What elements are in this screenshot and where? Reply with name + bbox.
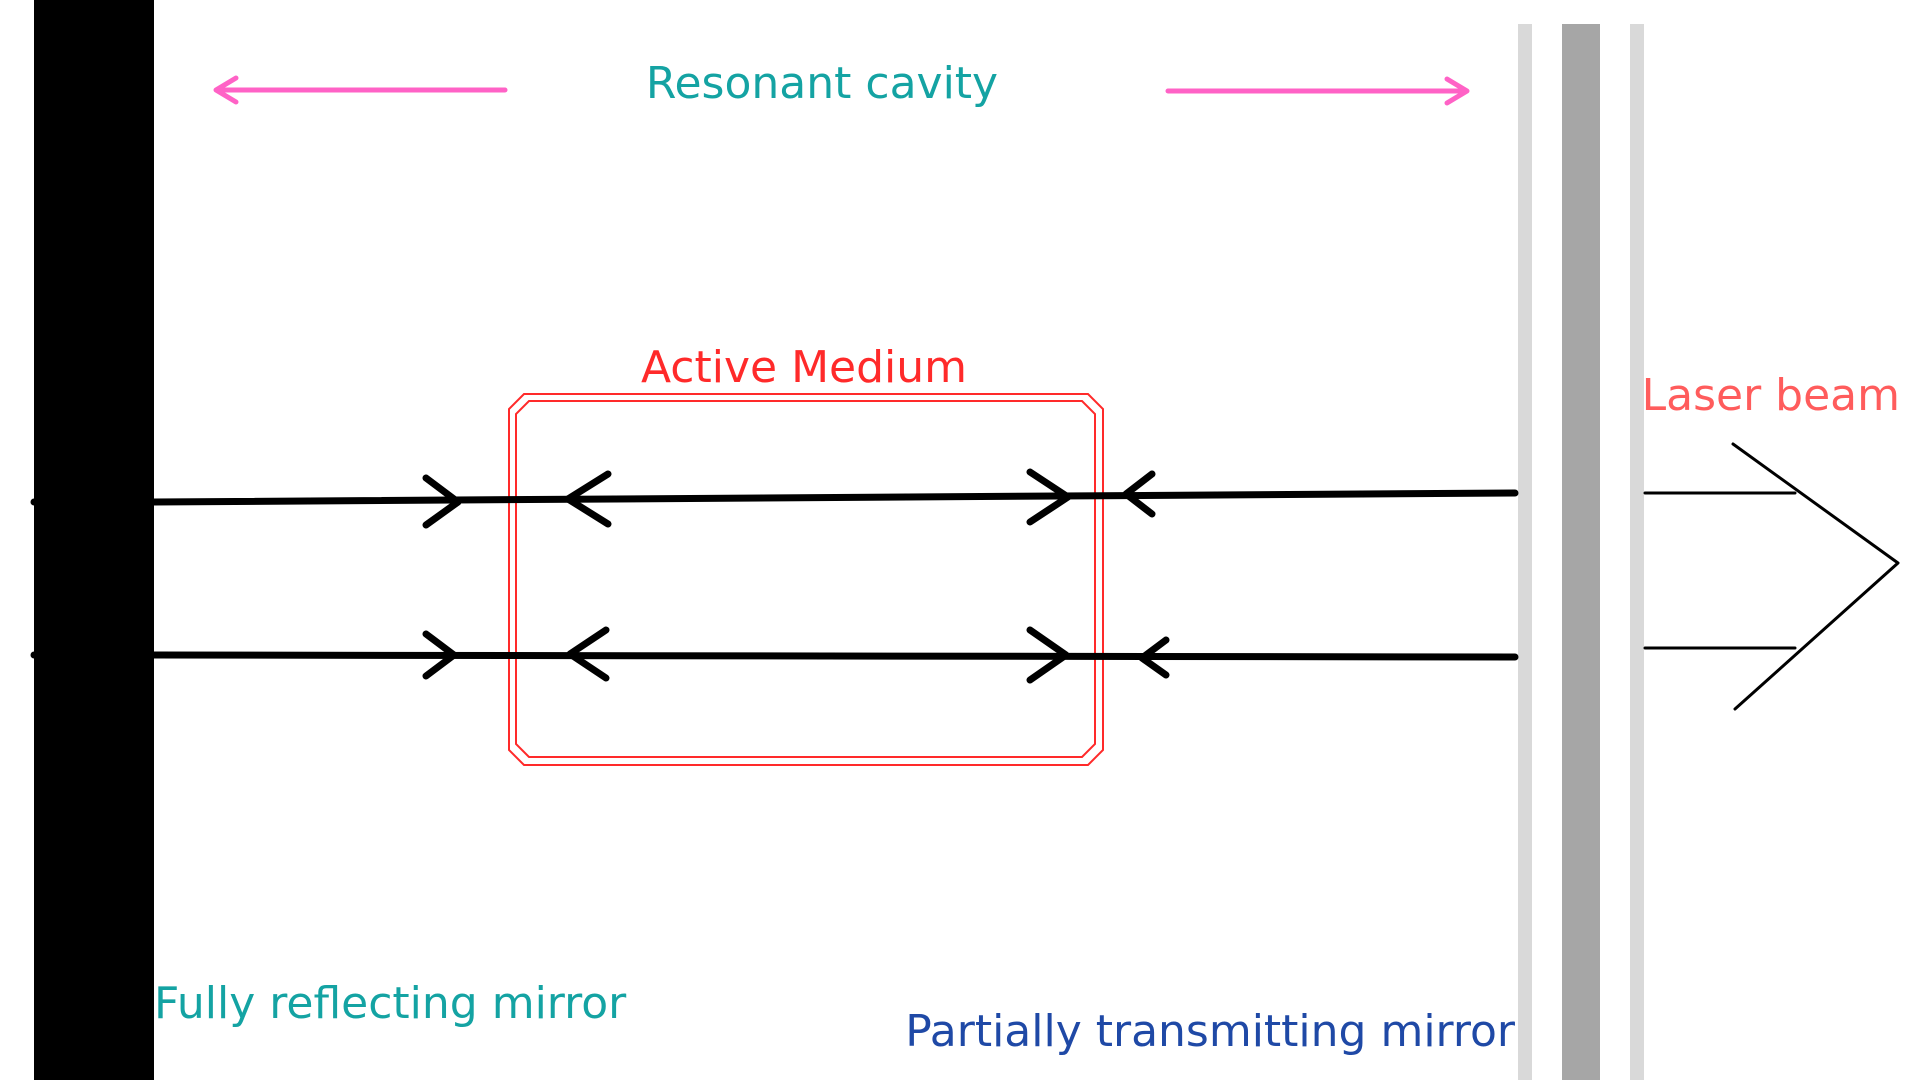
laser-beam-label: Laser beam [1642,370,1900,421]
upper-ray-arrow-left-2 [1122,470,1156,518]
cavity-rays [30,468,1519,684]
lower-ray-arrow-left-1 [566,626,610,682]
mirror-plate-front [1518,24,1532,1080]
partially-transmitting-mirror-label: Partially transmitting mirror [905,1006,1516,1057]
lower-ray-line [150,651,1519,661]
cavity-arrow-right-head [1444,76,1470,106]
upper-ray-line [150,489,1519,506]
active-medium-label: Active Medium [641,342,967,393]
active-medium-outer-border [508,393,1104,766]
active-medium-box [508,393,1104,766]
resonant-cavity-arrows [213,75,1470,106]
mirror-plate-back [1630,24,1644,1080]
output-beam-arrowhead [1731,442,1900,711]
upper-ray-arrow-left-1 [564,470,612,528]
active-medium-inner-border [515,400,1096,758]
fully-reflecting-mirror-label: Fully reflecting mirror [154,978,627,1029]
laser-output-beam [1643,442,1900,711]
upper-ray-arrow-right-1 [422,474,462,529]
partially-transmitting-mirror [1518,24,1644,1080]
lower-ray-arrow-right-2 [1026,626,1070,684]
upper-ray-arrow-right-2 [1026,468,1072,526]
fully-reflecting-mirror [34,0,154,1080]
lower-ray-arrow-right-1 [422,630,458,680]
resonant-cavity-label: Resonant cavity [646,58,998,109]
cavity-arrow-left-head [213,75,239,105]
mirror-plate-core [1562,24,1600,1080]
lower-ray-arrow-left-2 [1138,636,1170,679]
